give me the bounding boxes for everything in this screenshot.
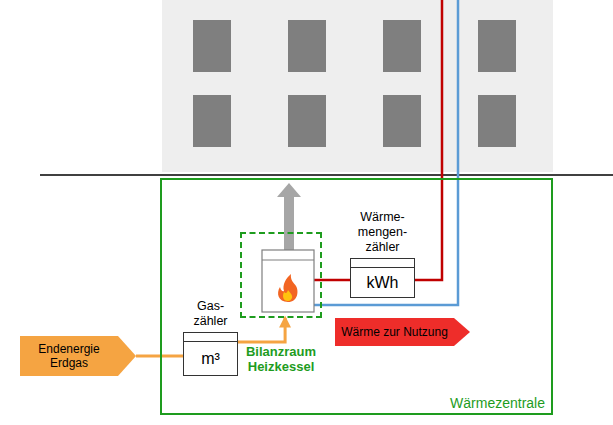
- balance-boundary: Bilanzraum Heizkessel: [240, 232, 322, 318]
- heat-pipe: [322, 279, 350, 282]
- boiler-symbol: [262, 250, 314, 312]
- heat-output-arrow: Wärme zur Nutzung: [335, 318, 470, 346]
- ground-line: [40, 174, 613, 176]
- building: [162, 0, 553, 172]
- gas-meter: Gas- zählerm³: [183, 332, 238, 376]
- energy-input-arrow: Endenergie Erdgas: [20, 336, 136, 376]
- exhaust-arrow: [277, 183, 301, 250]
- arrow-label: Wärme zur Nutzung: [341, 325, 448, 339]
- pipes: [314, 0, 458, 305]
- meter-unit: kWh: [367, 274, 399, 292]
- arrow-label: Endenergie Erdgas: [29, 342, 109, 370]
- meter-heading: Wärme- mengen- zähler: [351, 210, 415, 255]
- area-label: Wärmezentrale: [450, 395, 545, 411]
- boundary-label: Bilanzraum Heizkessel: [233, 344, 329, 374]
- boiler-room-frame: Gas- zählerm³Bilanzraum HeizkesselWärme-…: [160, 178, 553, 415]
- heat-meter: Wärme- mengen- zählerkWh: [350, 258, 415, 298]
- meter-unit: m³: [201, 350, 220, 368]
- meter-heading: Gas- zähler: [183, 299, 239, 329]
- gas-pipe: [238, 318, 285, 342]
